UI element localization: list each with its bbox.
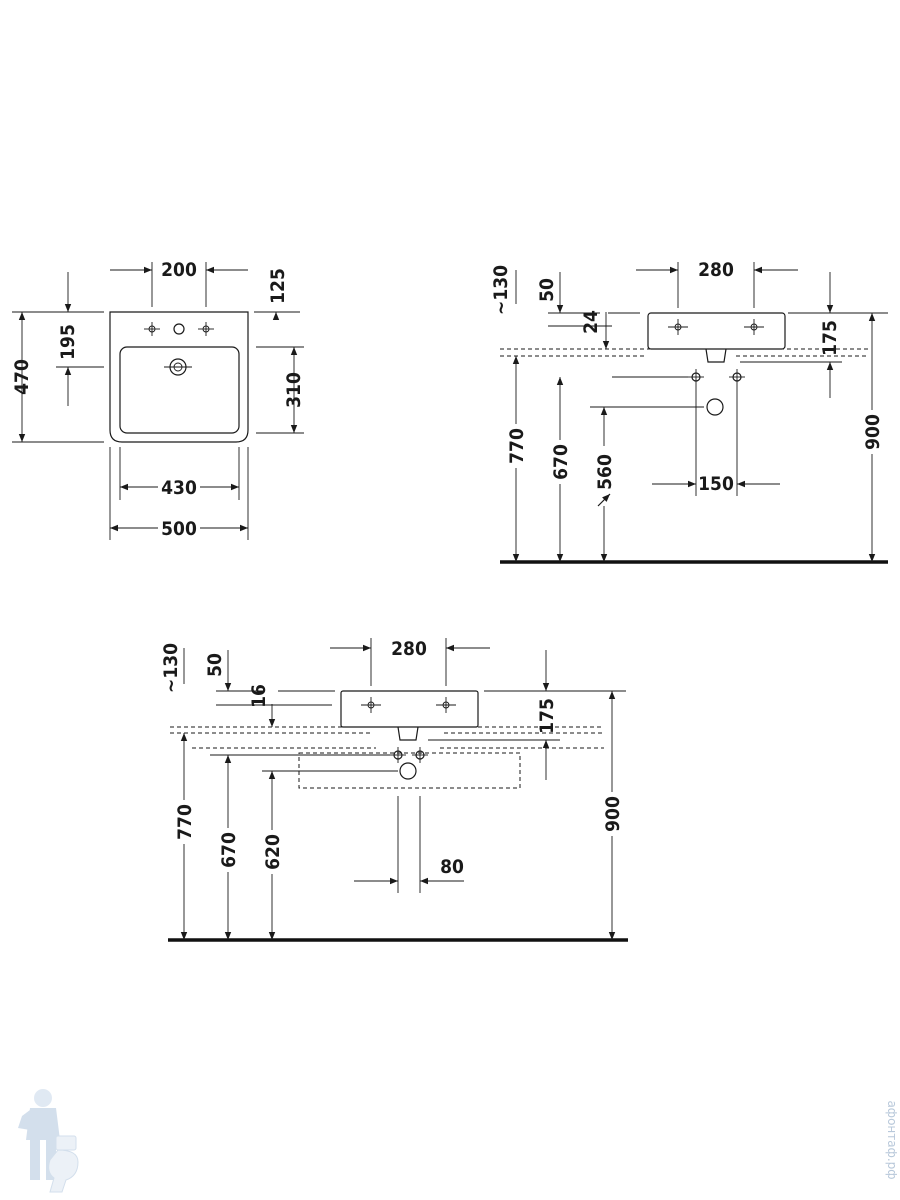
dim-furn-670: 670 <box>218 832 240 868</box>
dim-front-900: 900 <box>862 414 884 450</box>
dim-furn-175: 175 <box>536 698 558 734</box>
dim-front-150: 150 <box>698 473 734 495</box>
dim-top-430: 430 <box>161 477 197 499</box>
watermark-text: афонтаф.рф <box>885 1100 899 1179</box>
dim-furn-50: 50 <box>204 653 226 677</box>
dim-furn-280: 280 <box>391 638 427 660</box>
dim-front-24: 24 <box>580 310 602 334</box>
dim-top-195: 195 <box>57 324 79 360</box>
dim-top-125: 125 <box>267 268 289 304</box>
dim-top-470: 470 <box>11 359 33 395</box>
dim-furn-80: 80 <box>440 856 464 878</box>
dim-front-560: 560 <box>594 454 616 490</box>
dim-front-175: 175 <box>819 320 841 356</box>
dim-front-130: ~130 <box>490 265 512 315</box>
dim-furn-900: 900 <box>602 796 624 832</box>
dim-furn-16: 16 <box>248 684 270 708</box>
dim-furn-620: 620 <box>262 834 284 870</box>
dim-furn-130: ~130 <box>160 643 182 693</box>
dim-front-280: 280 <box>698 259 734 281</box>
plumber-mascot-icon <box>18 1089 79 1193</box>
front-view: 280 ~130 50 24 175 770 670 560 150 <box>490 259 888 564</box>
dim-furn-770: 770 <box>174 804 196 840</box>
top-view: 200 125 195 470 310 430 500 <box>11 259 305 540</box>
furniture-view: 280 ~130 50 16 175 770 670 620 80 <box>160 638 628 942</box>
dim-top-200: 200 <box>161 259 197 281</box>
dim-top-500: 500 <box>161 518 197 540</box>
pointer-arrow-icon <box>597 493 611 507</box>
dim-top-310: 310 <box>283 372 305 408</box>
dim-front-50: 50 <box>536 278 558 302</box>
dim-front-670: 670 <box>550 444 572 480</box>
dim-front-770: 770 <box>506 428 528 464</box>
